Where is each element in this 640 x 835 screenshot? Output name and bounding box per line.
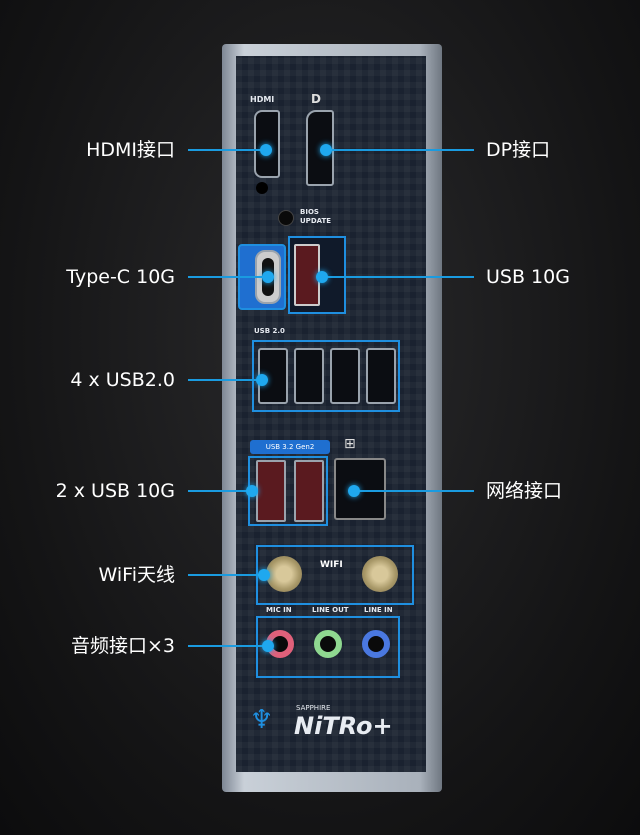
callout-dot — [316, 271, 328, 283]
audio-label: 音频接口×3 — [70, 635, 175, 657]
wifi-mark: WIFI — [320, 560, 343, 570]
typec-label: Type-C 10G — [66, 266, 175, 288]
nitro-logo-icon: ♆ — [250, 705, 274, 735]
hdmi-port — [254, 110, 280, 178]
usb20-port — [330, 348, 360, 404]
callout-line — [188, 574, 264, 576]
callout-dot — [262, 271, 274, 283]
line-out-jack — [314, 630, 342, 658]
line-in-jack — [362, 630, 390, 658]
hdmi-label: HDMI接口 — [86, 139, 175, 161]
hdmi-mark: HDMI — [250, 95, 275, 104]
wifi-label: WiFi天线 — [98, 564, 175, 586]
usb20-mark: USB 2.0 — [254, 327, 285, 335]
callout-line — [354, 490, 474, 492]
callout-dot — [348, 485, 360, 497]
dp-label: DP接口 — [486, 139, 551, 161]
usb32-mark: USB 3.2 Gen2 — [250, 440, 330, 454]
usb10g-x2-label: 2 x USB 10G — [55, 480, 175, 502]
usb10g-label: USB 10G — [486, 266, 570, 288]
usb20-frame — [252, 340, 400, 412]
brand-logo: NiTRo+ — [294, 712, 393, 740]
bios-label: BIOS UPDATE — [300, 208, 332, 225]
wifi-antenna-connector — [362, 556, 398, 592]
network-icon: ⊞ — [344, 436, 356, 452]
callout-dot — [256, 374, 268, 386]
line-out-label: LINE OUT — [312, 606, 349, 614]
brand-small: SAPPHIRE — [296, 704, 331, 712]
lan-port — [334, 458, 386, 520]
callout-line — [188, 379, 262, 381]
callout-dot — [258, 569, 270, 581]
callout-line — [322, 276, 474, 278]
callout-dot — [320, 144, 332, 156]
callout-dot — [246, 485, 258, 497]
callout-line — [188, 276, 268, 278]
usb20-label: 4 x USB2.0 — [70, 369, 175, 391]
dp-logo-icon: D — [311, 92, 321, 106]
usb32-port — [256, 460, 286, 522]
callout-line — [188, 149, 266, 151]
bios-button — [278, 210, 294, 226]
callout-line — [326, 149, 474, 151]
usb32-port — [294, 460, 324, 522]
lan-label: 网络接口 — [486, 480, 563, 502]
audio-frame — [256, 616, 400, 678]
callout-line — [188, 490, 252, 492]
usb20-port — [366, 348, 396, 404]
usb20-port — [294, 348, 324, 404]
wifi-antenna-connector — [266, 556, 302, 592]
callout-dot — [260, 144, 272, 156]
line-in-label: LINE IN — [364, 606, 393, 614]
led — [256, 182, 268, 194]
callout-dot — [262, 640, 274, 652]
callout-line — [188, 645, 268, 647]
mic-in-label: MIC IN — [266, 606, 292, 614]
